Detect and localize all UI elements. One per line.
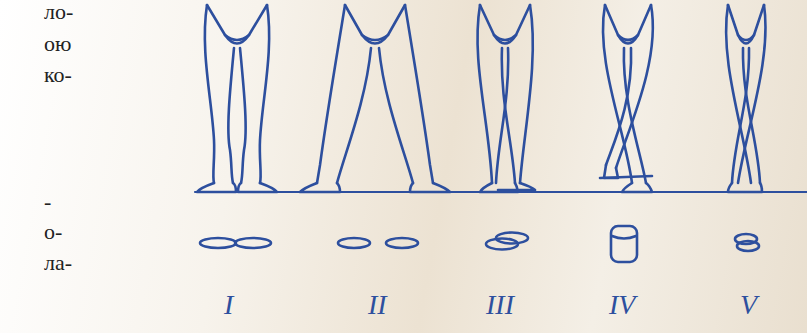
foot <box>238 183 277 192</box>
leotard <box>618 35 638 44</box>
leg-outline <box>606 48 631 165</box>
text-fragment: ко- <box>44 63 72 87</box>
leg-outline <box>496 48 508 183</box>
text-fragment: ло- <box>44 0 73 24</box>
leotard <box>738 35 754 44</box>
leg-outline <box>240 48 246 183</box>
leotard <box>605 5 651 40</box>
position-numeral: IV <box>609 290 635 320</box>
leg-outline <box>317 5 345 183</box>
foot-diagram <box>486 233 528 250</box>
leotard <box>362 35 388 44</box>
foot <box>728 183 762 192</box>
foot-line <box>600 176 652 178</box>
leg-outline <box>732 48 749 183</box>
leotard <box>728 5 764 40</box>
position-numeral: I <box>224 290 233 320</box>
text-fragment: ою <box>44 32 71 56</box>
leg-outline <box>260 5 269 183</box>
leotard <box>225 35 249 44</box>
foot-outline <box>235 238 271 248</box>
leg-outline <box>616 5 653 168</box>
leotard <box>207 5 267 40</box>
foot <box>622 183 652 192</box>
foot-outline <box>611 226 637 262</box>
leg-outline <box>205 5 214 183</box>
leg-outline <box>520 5 533 183</box>
foot-diagram <box>200 238 271 248</box>
leg-outline <box>337 48 371 183</box>
legs-figure <box>300 5 450 192</box>
foot-outline <box>386 238 418 248</box>
leotard <box>494 35 516 44</box>
foot-outline <box>737 241 759 251</box>
leg-outline <box>379 48 413 183</box>
foot-diagram <box>611 226 637 262</box>
position-numeral: V <box>740 290 757 320</box>
foot <box>197 183 236 192</box>
leotard <box>480 5 530 40</box>
leg-outline <box>405 5 433 183</box>
leg-outline <box>478 5 492 183</box>
text-fragment: ла- <box>44 251 72 275</box>
foot-outline <box>612 236 636 239</box>
position-numeral: II <box>368 290 387 320</box>
foot-diagram <box>338 238 418 248</box>
legs-figure <box>726 5 765 192</box>
position-numeral: III <box>486 290 514 320</box>
foot-diagram <box>735 234 759 251</box>
leg-outline <box>228 48 234 183</box>
foot-outline <box>338 238 370 248</box>
floor-line <box>195 191 807 193</box>
legs-figure <box>600 5 653 192</box>
foot-outline <box>496 233 528 244</box>
leg-outline <box>603 5 632 183</box>
foot <box>498 183 535 190</box>
leg-outline <box>738 5 766 183</box>
foot-outline <box>200 238 236 248</box>
foot <box>604 165 618 178</box>
text-fragment: - <box>44 190 51 214</box>
legs-figure <box>197 5 277 192</box>
foot <box>410 183 450 192</box>
legs-figure <box>478 5 535 192</box>
leotard <box>345 5 405 40</box>
foot <box>300 183 340 192</box>
text-fragment: о- <box>44 220 62 244</box>
